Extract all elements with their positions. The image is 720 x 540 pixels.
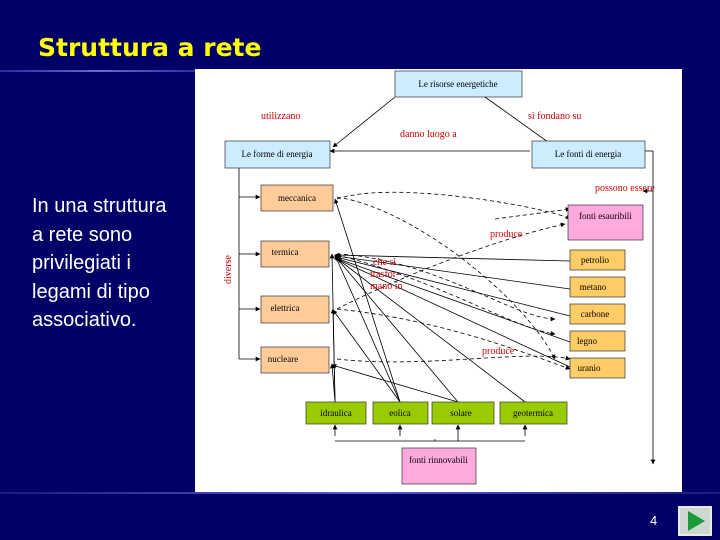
node-termica: termica	[260, 240, 330, 268]
node-label: idraulica	[320, 408, 351, 418]
node-label: nucleare	[268, 354, 298, 364]
concept-map: Le risorse energetiche Le forme di energ…	[195, 69, 682, 492]
page-number: 4	[650, 513, 658, 528]
node-label: Le risorse energetiche	[418, 79, 497, 89]
node-label: fonti rinnovabili	[409, 455, 468, 465]
node-fonti-esauribili: fonti esauribili	[567, 204, 644, 241]
slide-body-text: In una struttura a rete sono privilegiat…	[32, 195, 167, 331]
node-label: carbone	[581, 309, 609, 319]
node-carbone: carbone	[569, 303, 626, 325]
node-label: petrolio	[581, 255, 609, 265]
node-elettrica: elettrica	[260, 295, 330, 324]
node-legno: legno	[569, 330, 626, 352]
node-meccanica: meccanica	[260, 184, 334, 212]
node-eolica: eolica	[372, 401, 429, 425]
node-fonti-rinnovabili: fonti rinnovabili	[401, 447, 477, 485]
footer-divider	[0, 492, 720, 494]
title-underline	[0, 70, 200, 72]
node-label: solare	[450, 408, 472, 418]
node-nucleare: nucleare	[260, 346, 330, 374]
node-solare: solare	[431, 401, 495, 425]
node-label: Le forme di energia	[241, 149, 312, 159]
slide-title: Struttura a rete	[38, 33, 262, 62]
node-geotermica: geotermica	[499, 401, 568, 425]
node-label: geotermica	[513, 408, 553, 418]
link-label-trasfor: trasfor-	[370, 269, 399, 280]
dashed-connectors	[336, 191, 571, 370]
node-label: meccanica	[278, 193, 316, 203]
node-label: uranio	[578, 363, 601, 373]
link-label-si-fondano-su: si fondano su	[528, 111, 581, 122]
link-label-possono-essere: possono essere	[595, 183, 655, 194]
node-label: legno	[577, 336, 597, 346]
node-label: fonti esauribili	[579, 211, 632, 221]
play-arrow-icon	[678, 506, 712, 536]
link-label-produce-1: produce	[490, 229, 523, 240]
link-label-diverse: diverse	[223, 255, 234, 284]
node-petrolio: petrolio	[569, 249, 626, 271]
node-risorse-energetiche: Le risorse energetiche	[394, 70, 523, 98]
link-label-mano-in: mano in	[370, 281, 403, 292]
concept-map-svg: Le risorse energetiche Le forme di energ…	[223, 70, 656, 485]
next-slide-button[interactable]	[678, 506, 712, 536]
node-metano: metano	[569, 276, 626, 298]
node-label: elettrica	[271, 303, 300, 313]
link-label-che-si: che si	[373, 257, 396, 268]
node-label: metano	[580, 282, 607, 292]
node-forme-di-energia: Le forme di energia	[224, 140, 331, 169]
link-label-utilizzano: utilizzano	[261, 111, 300, 122]
node-fonti-di-energia: Le fonti di energia	[531, 140, 646, 169]
node-label: eolica	[389, 408, 411, 418]
link-label-danno-luogo-a: danno luogo a	[400, 129, 457, 140]
node-label: termica	[272, 247, 299, 257]
link-label-produce-2: produce	[482, 346, 515, 357]
node-uranio: uranio	[569, 357, 626, 379]
node-label: Le fonti di energia	[555, 149, 622, 159]
node-idraulica: idraulica	[305, 401, 367, 425]
